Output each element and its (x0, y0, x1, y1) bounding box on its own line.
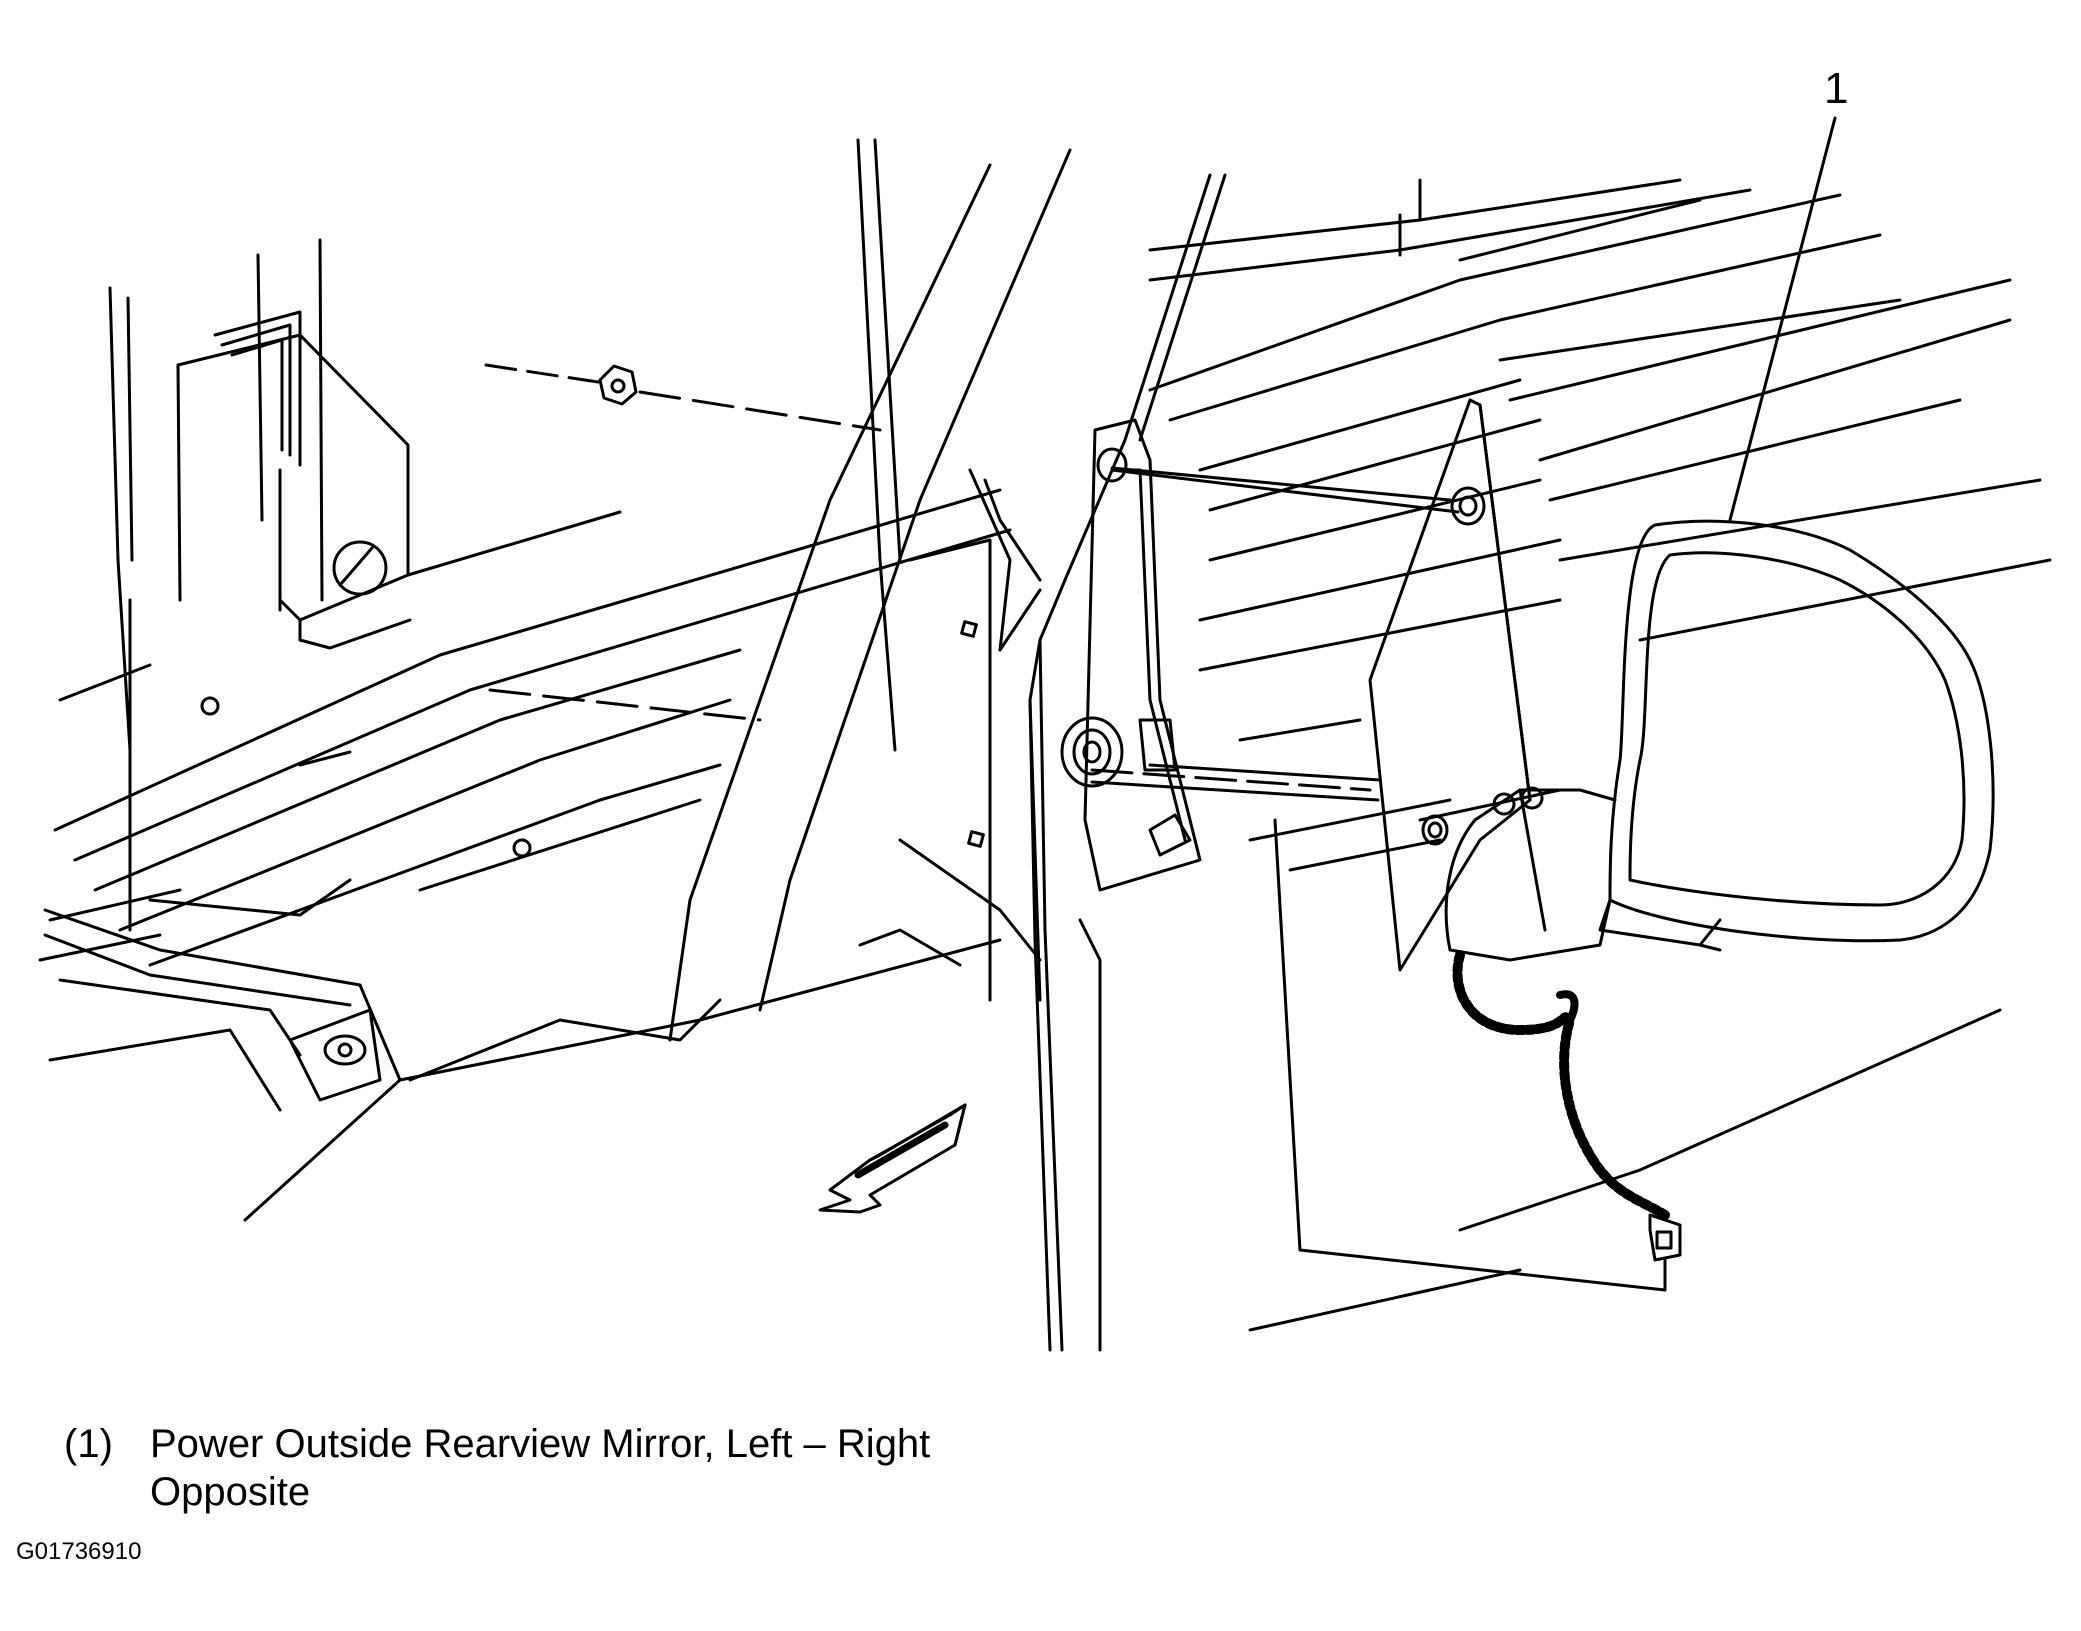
nut-fastener (484, 363, 882, 722)
connector-bracket (1273, 818, 1667, 1292)
door-mount-plate (1060, 418, 1202, 892)
floor-panels (38, 488, 1012, 967)
lower-left-dash (43, 908, 1002, 1222)
door-body-lines (1148, 178, 2052, 1332)
forward-arrow-icon (818, 1103, 967, 1214)
wire-harness (1452, 950, 1682, 1262)
left-pillar-bracket (108, 238, 622, 752)
legend-text-1: Power Outside Rearview Mirror, Left – Ri… (150, 1422, 931, 1514)
bolt-paths (1090, 466, 1460, 802)
mirror-housing (1444, 519, 1995, 962)
legend-ref-1: (1) (64, 1422, 113, 1466)
callout-1-leader (1728, 116, 1837, 522)
mirror-base-plate (1368, 398, 1532, 972)
door-edge (1028, 638, 1102, 1352)
a-pillar (668, 138, 1227, 1042)
figure-id: G01736910 (16, 1538, 142, 1565)
callout-number-1: 1 (1824, 64, 1849, 113)
